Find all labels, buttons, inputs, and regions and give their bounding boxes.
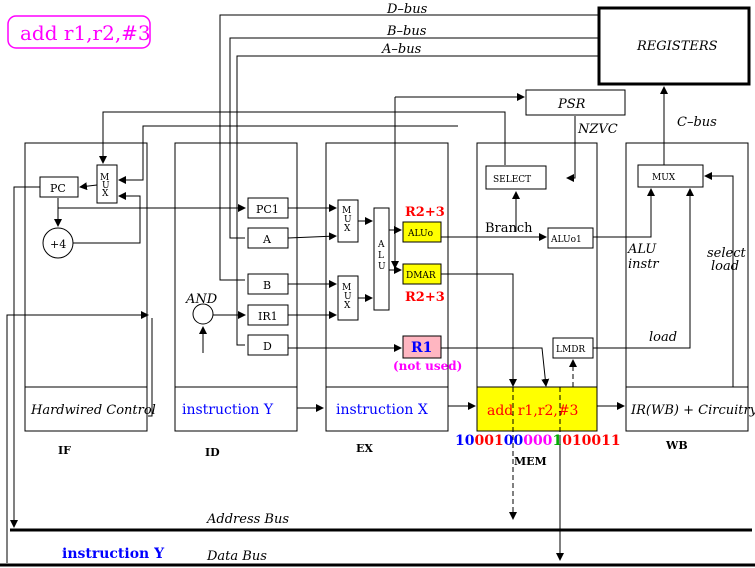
enc-seg-4: 1 bbox=[552, 433, 562, 449]
select-load-1: select bbox=[707, 246, 746, 261]
enc-seg-0: 10 bbox=[455, 433, 475, 449]
a-label: A bbox=[262, 233, 272, 246]
mem-instruction-box bbox=[476, 386, 598, 432]
title-box bbox=[7, 15, 151, 49]
alu-instr-1: ALU bbox=[627, 242, 657, 257]
svg-text:U: U bbox=[102, 181, 110, 191]
plus4-label: +4 bbox=[50, 238, 66, 251]
instruction-encoding: 10001000001010011 bbox=[455, 433, 621, 449]
enc-seg-3: 000 bbox=[523, 433, 552, 449]
select-label: SELECT bbox=[493, 175, 531, 185]
alu-box bbox=[373, 207, 390, 311]
svg-text:X: X bbox=[344, 224, 351, 234]
svg-text:M: M bbox=[342, 206, 351, 216]
stage-ex: EX bbox=[356, 442, 373, 455]
aluo-label: ALUo bbox=[407, 229, 433, 239]
c-bus-label: C–bus bbox=[677, 115, 717, 130]
r1-label: R1 bbox=[411, 340, 432, 356]
d-bus-label: D–bus bbox=[386, 2, 428, 17]
svg-text:X: X bbox=[102, 189, 109, 199]
ir-wb-label: IR(WB) + Circuitry bbox=[630, 403, 755, 418]
dmar-label: DMAR bbox=[406, 271, 436, 281]
not-used-label: (not used) bbox=[393, 359, 462, 373]
wb-mux bbox=[637, 164, 704, 188]
psr-label: PSR bbox=[557, 97, 586, 112]
aluo1-box bbox=[547, 227, 594, 249]
registers-box bbox=[597, 6, 751, 86]
and-gate bbox=[192, 303, 214, 325]
if-mux-label: M bbox=[100, 173, 109, 183]
stage-wb: WB bbox=[665, 439, 688, 452]
load-label: load bbox=[649, 330, 677, 345]
psr-flags: NZVC bbox=[577, 122, 618, 137]
register-buses bbox=[219, 14, 599, 346]
svg-text:U: U bbox=[344, 215, 352, 225]
pc1-label: PC1 bbox=[256, 203, 279, 216]
mem-instruction: add r1,r2,#3 bbox=[487, 403, 578, 419]
title-text: add r1,r2,#3 bbox=[20, 21, 151, 45]
svg-text:X: X bbox=[344, 301, 351, 311]
select-load-2: load bbox=[711, 259, 739, 274]
enc-seg-1: 001 bbox=[474, 433, 503, 449]
ir1-label: IR1 bbox=[258, 310, 278, 323]
svg-text:U: U bbox=[344, 292, 352, 302]
bottom-instruction: instruction Y bbox=[62, 546, 165, 562]
r1-box bbox=[402, 335, 442, 359]
branch-label: Branch bbox=[485, 221, 533, 236]
r2-3-bottom: R2+3 bbox=[405, 290, 445, 305]
svg-text:A: A bbox=[377, 240, 385, 250]
svg-text:L: L bbox=[378, 251, 384, 261]
registers-label: REGISTERS bbox=[636, 39, 718, 54]
if-mux bbox=[96, 164, 118, 204]
lmdr-label: LMDR bbox=[556, 345, 585, 355]
wb-mux-label: MUX bbox=[652, 173, 676, 183]
and-label: AND bbox=[185, 292, 218, 307]
stage-if: IF bbox=[58, 444, 71, 457]
aluo-box bbox=[402, 221, 442, 243]
select-box bbox=[485, 165, 547, 190]
hardwired-control: Hardwired Control bbox=[30, 403, 156, 418]
r2-3-top: R2+3 bbox=[405, 205, 445, 220]
id-instruction: instruction Y bbox=[182, 402, 274, 418]
enc-seg-5: 010011 bbox=[562, 433, 620, 449]
enc-seg-2: 00 bbox=[504, 433, 524, 449]
d-label: D bbox=[263, 340, 272, 353]
d-box bbox=[247, 334, 289, 356]
stage-id: ID bbox=[205, 446, 220, 459]
svg-text:U: U bbox=[378, 262, 386, 272]
b-bus-label: B–bus bbox=[386, 24, 427, 39]
a-bus-label: A–bus bbox=[381, 42, 422, 57]
pc-label: PC bbox=[50, 182, 66, 195]
ex-instruction: instruction X bbox=[336, 402, 428, 418]
b-label: B bbox=[263, 279, 271, 292]
stage-mem: MEM bbox=[514, 455, 547, 468]
psr-box bbox=[525, 89, 626, 116]
svg-text:M: M bbox=[342, 283, 351, 293]
data-bus-label: Data Bus bbox=[206, 549, 267, 564]
address-bus-label: Address Bus bbox=[206, 512, 289, 527]
aluo1-label: ALUo1 bbox=[550, 235, 582, 245]
alu-instr-2: instr bbox=[628, 257, 659, 272]
